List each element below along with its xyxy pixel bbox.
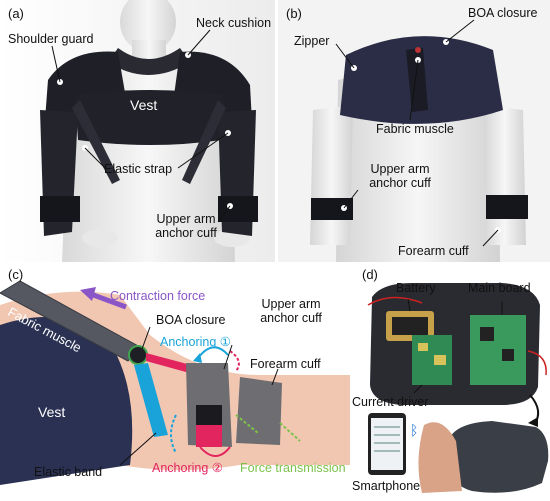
label-elastic-strap: Elastic strap [104, 162, 173, 176]
panel-b: (b) Zipper BOA closure Fabric muscle Upp… [278, 0, 550, 262]
label-current-driver: Current driver [352, 395, 429, 409]
label-anchoring-1: Anchoring ① [160, 335, 231, 349]
label-zipper: Zipper [294, 34, 330, 48]
label-boa-closure: BOA closure [468, 6, 538, 20]
label-shoulder-guard: Shoulder guard [8, 32, 94, 46]
label-neck-cushion: Neck cushion [196, 16, 272, 30]
panel-letter-d: (d) [362, 267, 378, 282]
bluetooth-icon: ᛒ [410, 422, 418, 438]
panel-c-illustration [0, 280, 350, 485]
panel-letter-a: (a) [8, 6, 24, 21]
label-forearm-cuff: Forearm cuff [398, 244, 469, 258]
panel-d: ᛒ (d) Battery Main board Current driver … [352, 265, 550, 501]
label-line-1: Upper arm [156, 212, 216, 226]
panel-a-photo [0, 0, 275, 262]
label-vest: Vest [38, 404, 66, 420]
label-upper-arm-anchor-cuff: Upper arm anchor cuff [360, 162, 440, 190]
label-elastic-band: Elastic band [34, 465, 103, 479]
boa-dial [128, 345, 148, 365]
label-line-2: anchor cuff [369, 176, 431, 190]
label-anchoring-2: Anchoring ② [152, 461, 223, 475]
panel-b-photo [278, 0, 550, 262]
label-forearm-cuff: Forearm cuff [250, 357, 321, 371]
label-smartphone: Smartphone [352, 479, 421, 493]
label-line-1: Upper arm [261, 297, 321, 311]
label-fabric-muscle: Fabric muscle [376, 122, 454, 136]
label-main-board: Main board [468, 281, 531, 295]
panel-c: (c) Contraction force Fabric muscle BOA … [0, 265, 350, 501]
label-vest: Vest [130, 97, 158, 113]
label-battery: Battery [396, 281, 436, 295]
label-force-transmission: Force transmission [240, 461, 346, 475]
label-upper-arm-anchor-cuff: Upper arm anchor cuff [140, 212, 232, 240]
label-line-2: anchor cuff [260, 311, 322, 325]
label-boa-closure: BOA closure [156, 313, 226, 327]
label-contraction-force: Contraction force [110, 289, 206, 303]
panel-letter-b: (b) [286, 6, 302, 21]
label-upper-arm-anchor-cuff: Upper arm anchor cuff [246, 297, 336, 325]
panel-a: (a) Shoulder guard Neck cushion Vest Ela… [0, 0, 275, 262]
panel-d-photo: ᛒ [367, 283, 549, 493]
label-line-1: Upper arm [370, 162, 430, 176]
panel-letter-c: (c) [8, 267, 24, 282]
label-line-2: anchor cuff [155, 226, 217, 240]
